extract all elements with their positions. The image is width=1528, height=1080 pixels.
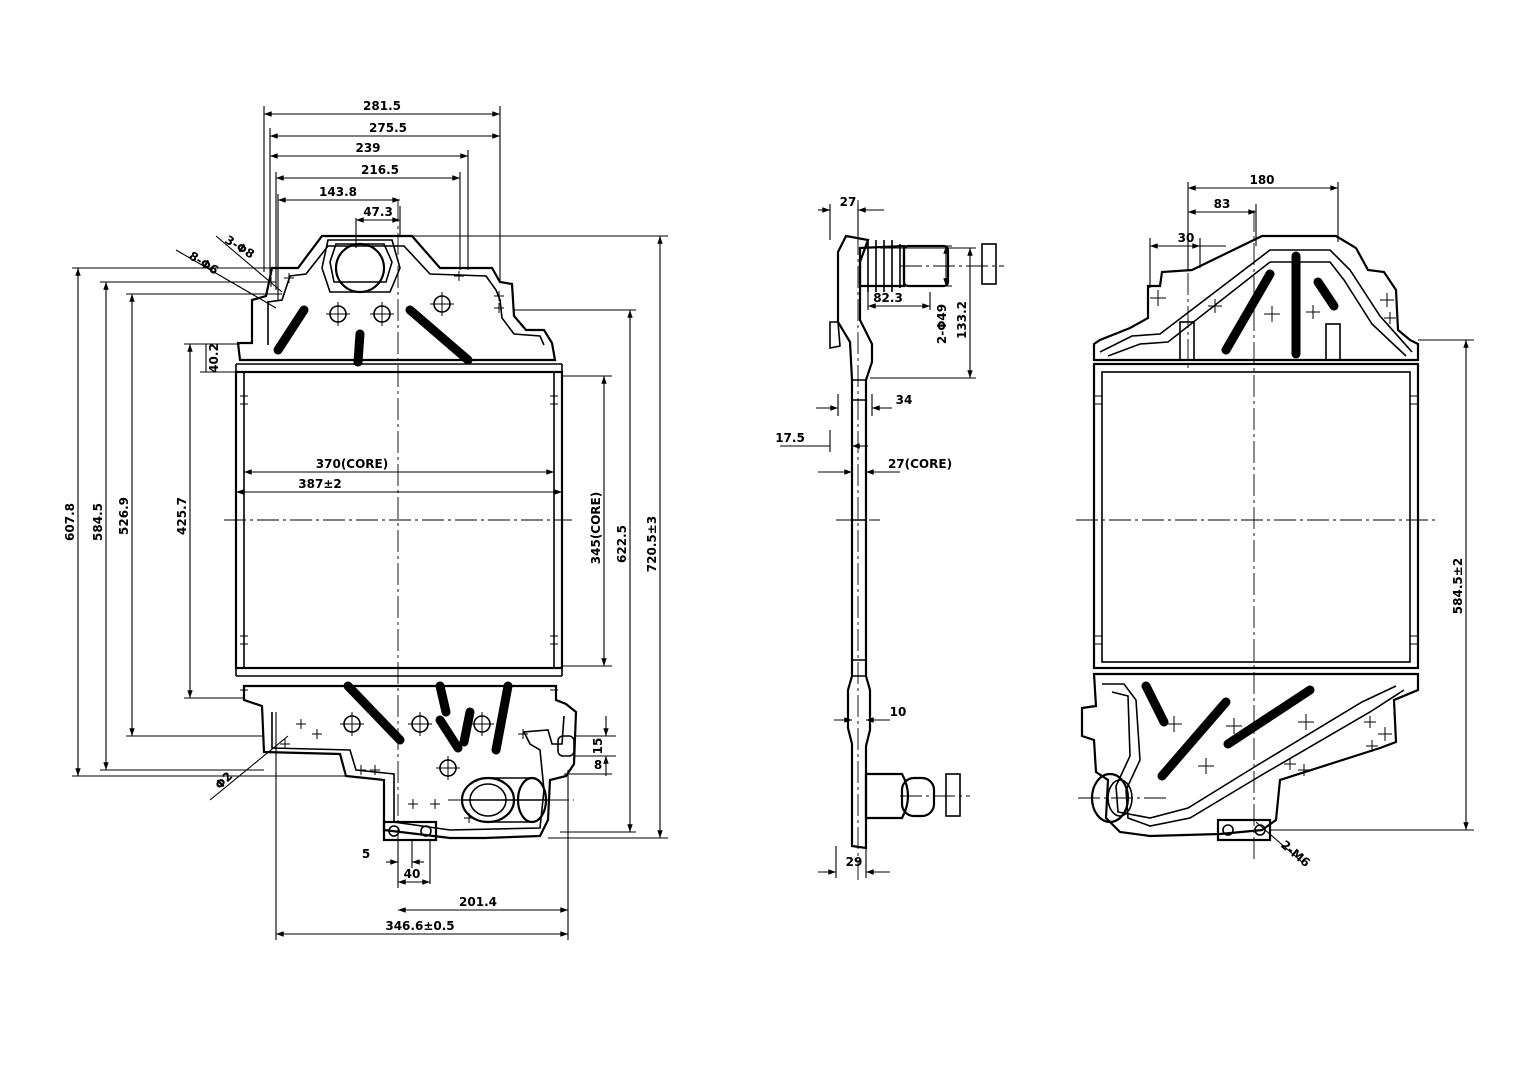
rear-dim-83: 83: [1214, 197, 1231, 211]
hole-callout-8: 8-Φ6: [186, 249, 220, 278]
dim-584: 584.5: [91, 503, 105, 541]
dim-526: 526.9: [117, 497, 131, 535]
side-dim-133: 133.2: [955, 301, 969, 339]
dim-47: 47.3: [363, 205, 393, 219]
rear-bottom-outline: [1080, 672, 1420, 838]
dim-607: 607.8: [63, 503, 77, 541]
rear-dim-m6: 2-M6: [1278, 838, 1313, 870]
dim-phi2: Φ2: [212, 769, 235, 792]
dim-201: 201.4: [459, 895, 497, 909]
side-dim-10: 10: [890, 705, 907, 719]
side-dim-27: 27: [840, 195, 857, 209]
dim-143: 143.8: [319, 185, 357, 199]
dim-core-width: 370(CORE): [316, 457, 388, 471]
dim-346: 346.6±0.5: [385, 919, 454, 933]
rear-top-outline: [1092, 234, 1420, 362]
side-dim-82: 82.3: [873, 291, 903, 305]
side-view: 27 82.3 2-Φ49 133.2 34 17.5 27(CORE) 10 …: [775, 195, 1004, 880]
dim-425: 425.7: [175, 497, 189, 535]
side-dim-27core: 27(CORE): [888, 457, 952, 471]
rear-dim-30: 30: [1178, 231, 1195, 245]
side-dim-2phi49: 2-Φ49: [935, 304, 949, 344]
dim-5: 5: [362, 847, 370, 861]
dim-core-height: 345(CORE): [589, 492, 603, 564]
dim-281: 281.5: [363, 99, 401, 113]
dim-239: 239: [355, 141, 380, 155]
front-view: 281.5 275.5 239 216.5 143.8 47.3 8-Φ6 3-…: [63, 99, 668, 940]
dim-387: 387±2: [298, 477, 341, 491]
dim-622: 622.5: [615, 525, 629, 563]
rear-view: 180 83 30 584.5±2 2-M6: [1076, 173, 1474, 870]
dim-216: 216.5: [361, 163, 399, 177]
bottom-bracket-outline: [242, 684, 578, 840]
inlet-circle: [334, 242, 386, 294]
side-profile: [836, 234, 874, 850]
dim-275: 275.5: [369, 121, 407, 135]
dim-720: 720.5±3: [645, 516, 659, 572]
side-dim-29: 29: [846, 855, 863, 869]
hole-callout-3: 3-Φ8: [222, 233, 256, 262]
dim-40-bottom: 40: [404, 867, 421, 881]
dim-15: 15: [591, 738, 605, 755]
side-dim-17: 17.5: [775, 431, 805, 445]
dim-40: 40.2: [207, 343, 221, 373]
rear-dim-180: 180: [1249, 173, 1274, 187]
dim-8: 8: [594, 758, 602, 772]
side-dim-34: 34: [896, 393, 913, 407]
rear-dim-584: 584.5±2: [1451, 558, 1465, 614]
